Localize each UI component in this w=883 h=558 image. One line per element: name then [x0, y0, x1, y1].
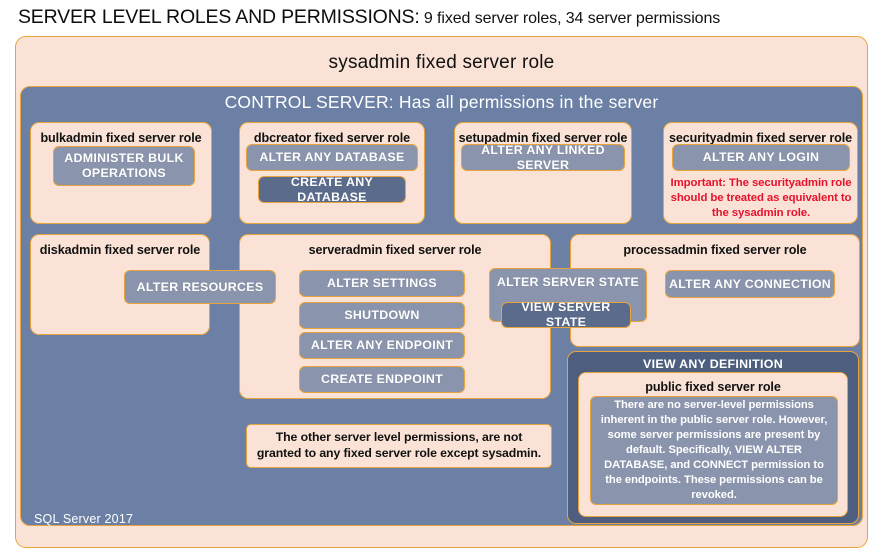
permission-alter-any-database: ALTER ANY DATABASE — [246, 144, 418, 171]
role-title-processadmin: processadmin fixed server role — [623, 243, 807, 257]
permission-alter-resources: ALTER RESOURCES — [124, 270, 276, 304]
role-box-securityadmin: securityadmin fixed server role — [663, 122, 858, 224]
footer-version-label: SQL Server 2017 — [34, 512, 134, 526]
permission-alter-any-endpoint: ALTER ANY ENDPOINT — [299, 332, 465, 359]
role-box-setupadmin: setupadmin fixed server role — [454, 122, 632, 224]
permission-administer-bulk-operations: ADMINISTER BULK OPERATIONS — [53, 146, 195, 186]
role-title-bulkadmin: bulkadmin fixed server role — [40, 131, 202, 145]
note-other-server-permissions: The other server level permissions, are … — [246, 424, 552, 468]
permission-alter-any-connection: ALTER ANY CONNECTION — [665, 270, 835, 298]
permission-view-server-state: VIEW SERVER STATE — [501, 300, 631, 329]
control-server-label: CONTROL SERVER: Has all permissions in t… — [224, 92, 659, 112]
label-view-any-definition: VIEW ANY DEFINITION — [643, 357, 783, 371]
page-title-main: SERVER LEVEL ROLES AND PERMISSIONS: — [18, 6, 420, 28]
role-title-public: public fixed server role — [645, 380, 781, 394]
role-title-setupadmin: setupadmin fixed server role — [458, 131, 628, 145]
permission-create-endpoint: CREATE ENDPOINT — [299, 366, 465, 393]
permission-shutdown: SHUTDOWN — [299, 302, 465, 329]
permission-create-any-database: CREATE ANY DATABASE — [258, 175, 406, 204]
page-title-sub: 9 fixed server roles, 34 server permissi… — [419, 10, 721, 27]
role-title-dbcreator: dbcreator fixed server role — [253, 131, 411, 145]
role-title-securityadmin: securityadmin fixed server role — [668, 131, 853, 145]
sysadmin-role-label: sysadmin fixed server role — [328, 52, 555, 73]
securityadmin-warning-text: Important: The securityadmin role should… — [670, 177, 852, 220]
role-title-diskadmin: diskadmin fixed server role — [39, 243, 201, 257]
permission-alter-settings: ALTER SETTINGS — [299, 270, 465, 297]
page-title: SERVER LEVEL ROLES AND PERMISSIONS: 9 fi… — [18, 6, 878, 34]
role-box-dbcreator: dbcreator fixed server role — [239, 122, 425, 224]
role-title-serveradmin: serveradmin fixed server role — [308, 243, 482, 257]
public-role-description: There are no server-level permissions in… — [590, 396, 838, 505]
permission-alter-any-linked-server: ALTER ANY LINKED SERVER — [461, 143, 625, 172]
permission-alter-any-login: ALTER ANY LOGIN — [672, 144, 850, 171]
